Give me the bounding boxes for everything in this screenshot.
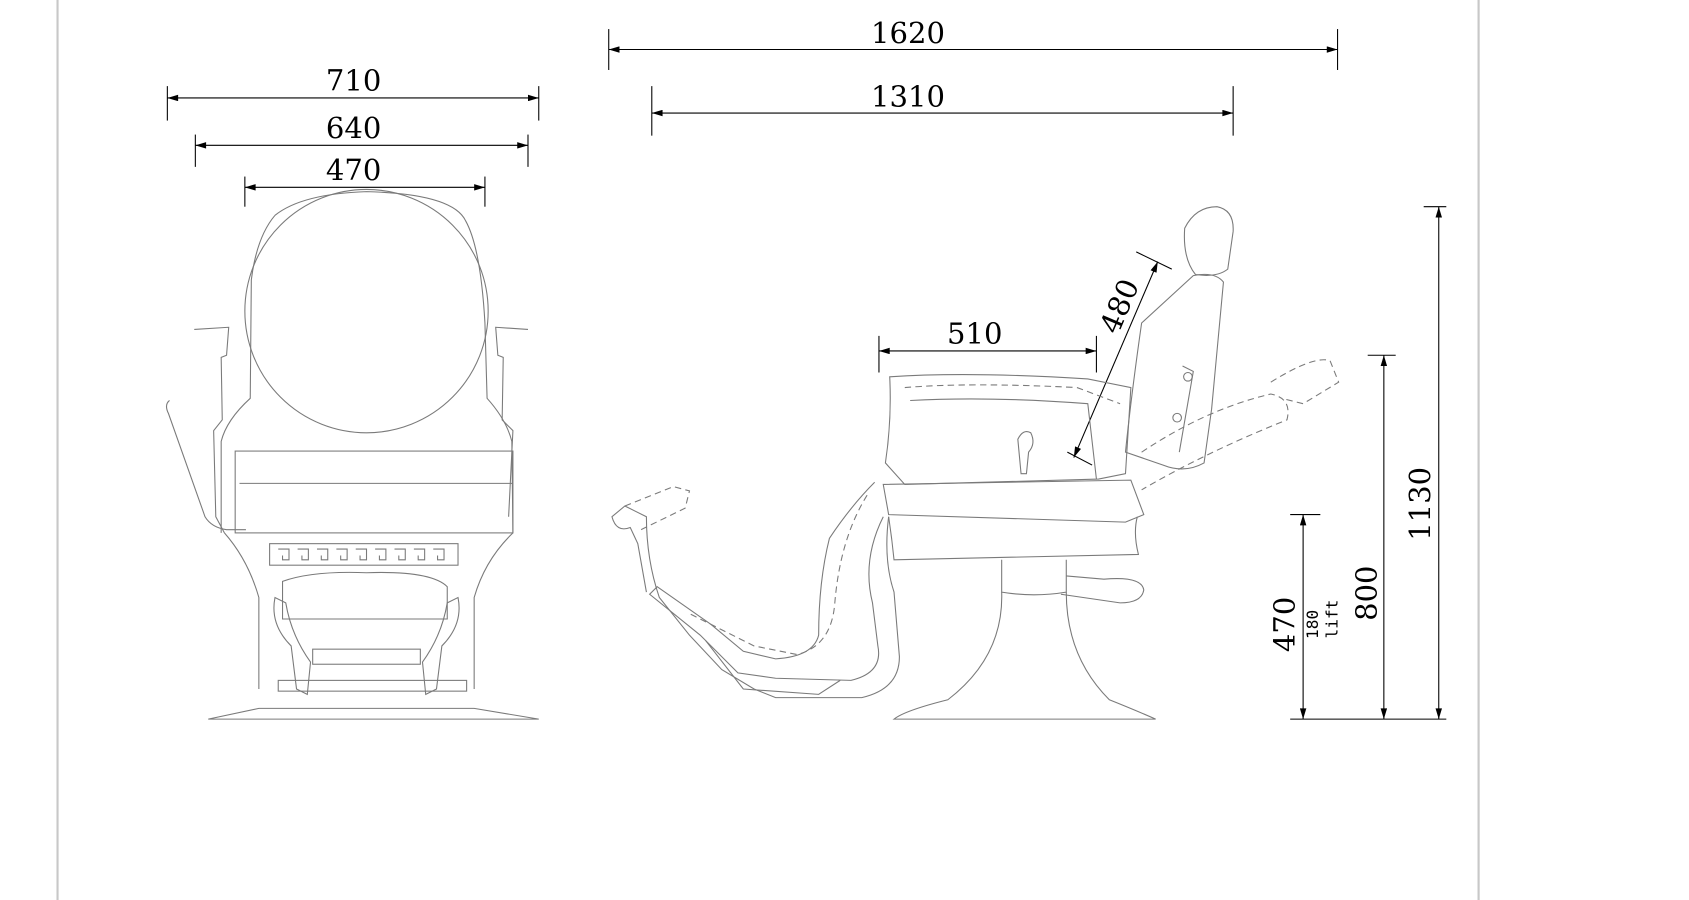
dimension-label: 470 bbox=[326, 153, 381, 187]
dimension-470: 470 bbox=[244, 153, 486, 207]
dimension-640: 640 bbox=[194, 111, 529, 167]
lift-value: 180 bbox=[1303, 610, 1322, 639]
side-view: 1620 1310 510 480 470 180 lift bbox=[608, 16, 1447, 720]
dimension-label: 480 bbox=[1093, 274, 1146, 338]
dimension-1620: 1620 bbox=[608, 16, 1339, 70]
dimension-label: 510 bbox=[947, 316, 1002, 350]
dimension-710: 710 bbox=[166, 63, 540, 121]
dimension-510: 510 bbox=[878, 316, 1097, 373]
dimension-label: 470 bbox=[1268, 597, 1302, 652]
dimension-label: 640 bbox=[326, 111, 381, 145]
dimension-label: 710 bbox=[326, 63, 381, 97]
dimension-label: 1620 bbox=[871, 16, 945, 50]
side-chair-outline bbox=[611, 206, 1340, 720]
vertical-dimensions: 470 180 lift 800 1130 bbox=[1268, 206, 1447, 720]
dimension-label: 800 bbox=[1349, 565, 1383, 620]
dimension-480: 480 bbox=[1067, 251, 1173, 466]
lift-label: lift bbox=[1323, 600, 1342, 639]
front-chair-outline bbox=[166, 188, 539, 720]
dimension-1310: 1310 bbox=[651, 80, 1234, 136]
dimension-label: 1310 bbox=[871, 80, 945, 114]
front-view: 710 640 470 bbox=[166, 63, 540, 720]
dimension-label: 1130 bbox=[1403, 467, 1437, 541]
